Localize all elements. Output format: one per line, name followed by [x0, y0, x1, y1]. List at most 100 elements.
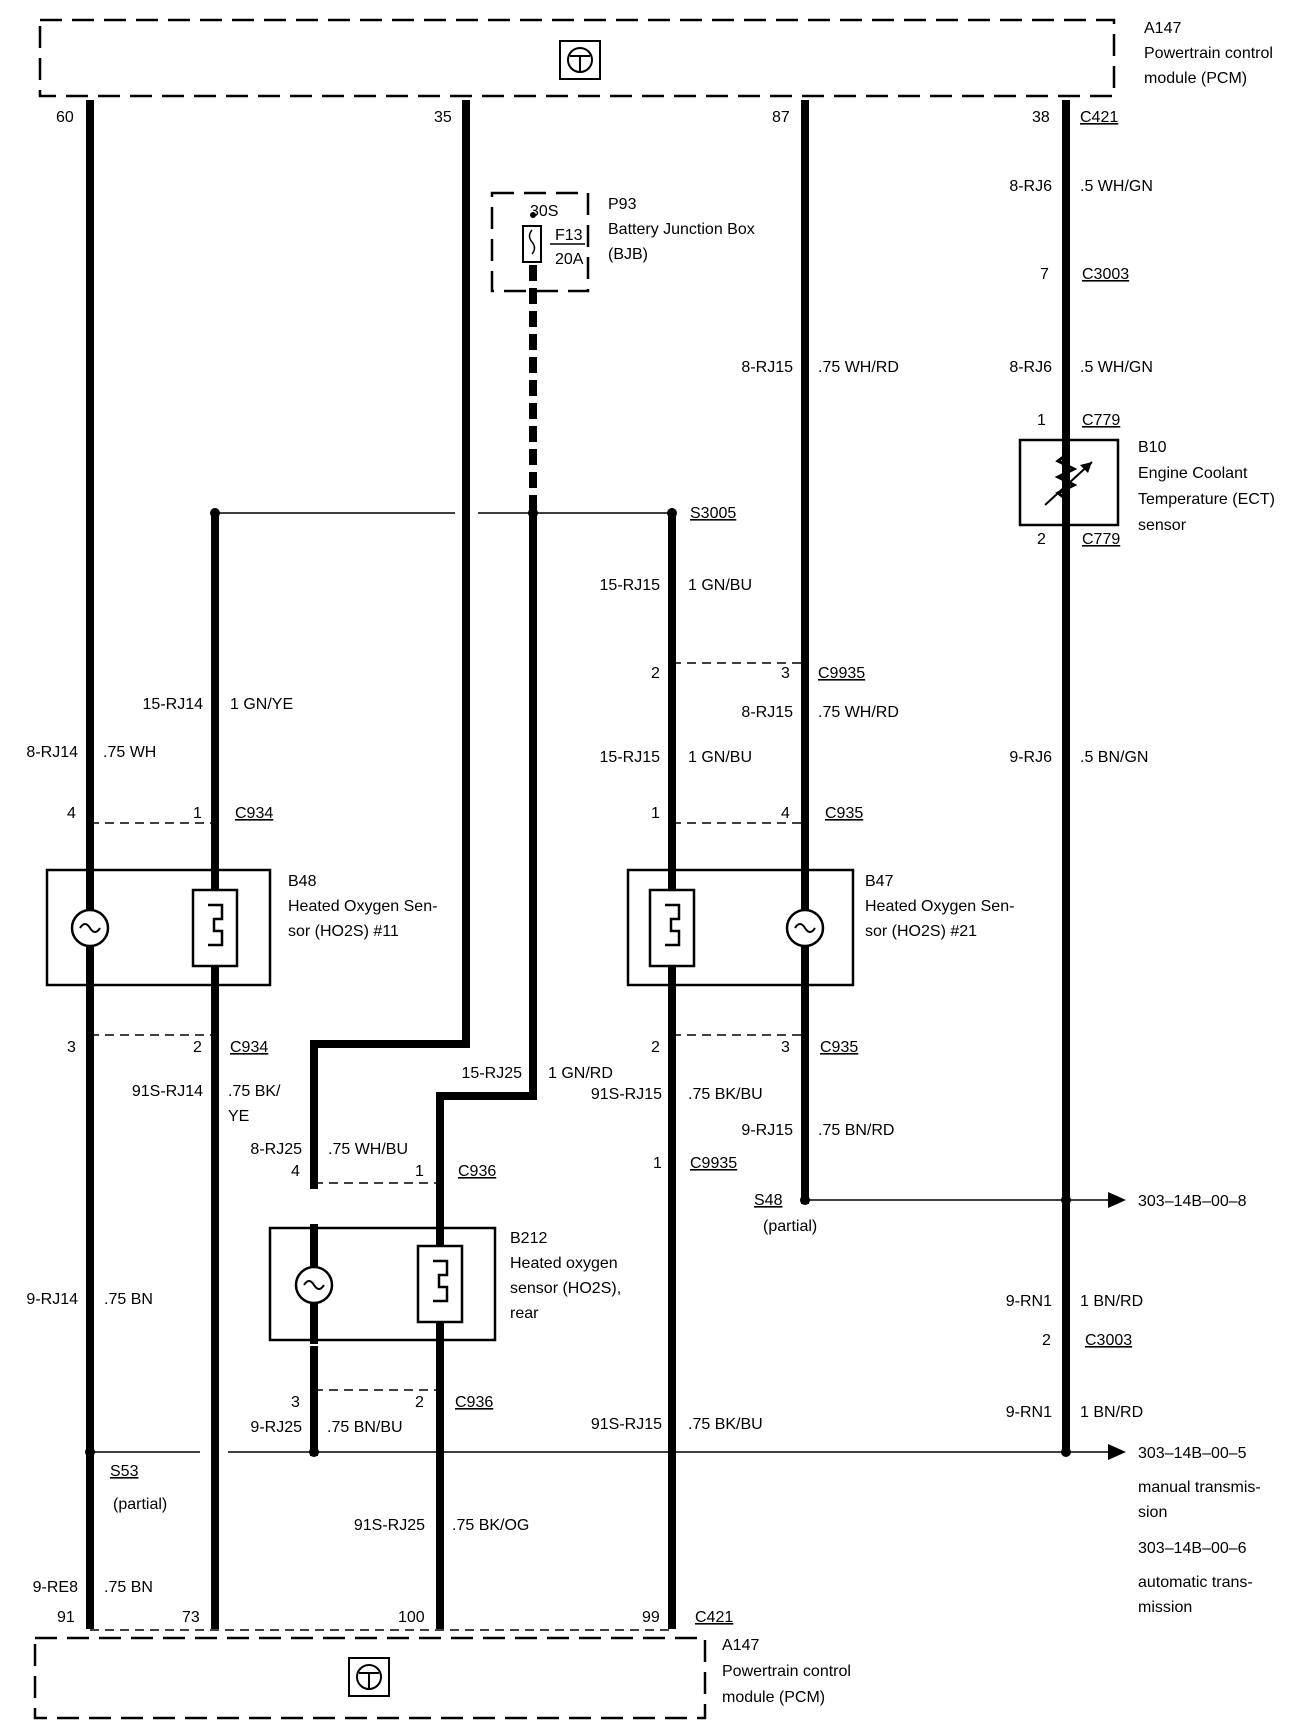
- c934-pin-2: 2: [193, 1039, 202, 1056]
- wire-label: 9-RJ6: [1009, 749, 1052, 766]
- wire-label: 9-RE8: [33, 1579, 78, 1596]
- b10-l1: Engine Coolant: [1138, 465, 1248, 482]
- wire-label: YE: [228, 1108, 249, 1125]
- wire-label: .75 BN/RD: [818, 1122, 894, 1139]
- s53-label: S53: [110, 1463, 139, 1480]
- wire-label: .75 WH/RD: [818, 359, 899, 376]
- pin-73: 73: [182, 1609, 200, 1626]
- page-ref-1[interactable]: 303–14B–00–8: [1138, 1193, 1247, 1210]
- pcm-module-bottom: A147 Powertrain control module (PCM): [33, 1636, 851, 1720]
- b47-l1: Heated Oxygen Sen-: [865, 898, 1014, 915]
- s53-partial: (partial): [113, 1496, 167, 1513]
- wire-label: .75 WH/BU: [328, 1141, 408, 1158]
- wire-label: .75 BK/: [228, 1083, 281, 1100]
- b212-sensor: [268, 1224, 497, 1344]
- splices: [85, 508, 1126, 1460]
- wire-label: 15-RJ15: [600, 749, 661, 766]
- c936-pin-1: 1: [415, 1163, 424, 1180]
- pcm-bottom-line1: Powertrain control: [722, 1663, 851, 1680]
- c935-label-a: C935: [825, 805, 863, 822]
- wire-label: .75 BK/BU: [688, 1416, 763, 1433]
- b48-l2: sor (HO2S) #11: [288, 923, 399, 940]
- s48-label: S48: [754, 1192, 783, 1209]
- c421-top-label: C421: [1080, 109, 1118, 126]
- wire-label: 91S-RJ15: [591, 1416, 662, 1433]
- bjb-terminal: 30S: [530, 203, 558, 220]
- pcm-module-top: A147 Powertrain control module (PCM): [38, 18, 1273, 98]
- c935-pin-2: 2: [651, 1039, 660, 1056]
- b212-l1: Heated oxygen: [510, 1255, 618, 1272]
- wires: [86, 100, 1070, 1629]
- pcm-bottom-ref: A147: [722, 1637, 759, 1654]
- wire-label: 8-RJ14: [26, 744, 78, 761]
- wire-label: 9-RJ25: [250, 1419, 302, 1436]
- wire-label: .75 BK/BU: [688, 1086, 763, 1103]
- c934-pin-3: 3: [67, 1039, 76, 1056]
- wire-label: 15-RJ14: [143, 696, 204, 713]
- wire-label: .75 WH/RD: [818, 704, 899, 721]
- b48-l1: Heated Oxygen Sen-: [288, 898, 437, 915]
- wire-label: .75 BN: [104, 1579, 153, 1596]
- s48-partial: (partial): [763, 1218, 817, 1235]
- b48-sensor: [45, 866, 272, 989]
- pin-35: 35: [434, 109, 452, 126]
- wire-label: 8-RJ15: [741, 359, 793, 376]
- c935-label-b: C935: [820, 1039, 858, 1056]
- wire-label: .75 BN/BU: [327, 1419, 403, 1436]
- c9935-label-b: C9935: [690, 1155, 737, 1172]
- wire-label: 15-RJ25: [462, 1065, 523, 1082]
- b212-l2: sensor (HO2S),: [510, 1280, 621, 1297]
- page-ref-2[interactable]: 303–14B–00–5: [1138, 1445, 1247, 1462]
- b47-sensor: [626, 866, 855, 989]
- wire-label: .75 BN: [104, 1291, 153, 1308]
- c779-pin-1: 1: [1037, 412, 1046, 429]
- page-ref-3-note1: automatic trans-: [1138, 1574, 1253, 1591]
- wire-label: 91S-RJ15: [591, 1086, 662, 1103]
- bjb-box: [490, 191, 590, 293]
- wire-label: .5 WH/GN: [1080, 178, 1153, 195]
- s3005-label: S3005: [690, 505, 736, 522]
- pcm-top-ref: A147: [1144, 20, 1181, 37]
- pcm-bottom-ground-icon: [348, 1657, 390, 1697]
- wire-label: 9-RJ14: [26, 1291, 78, 1308]
- c3003-label-a: C3003: [1082, 266, 1129, 283]
- pcm-top-line1: Powertrain control: [1144, 45, 1273, 62]
- pcm-top-line2: module (PCM): [1144, 70, 1247, 87]
- pin-38: 38: [1032, 109, 1050, 126]
- wire-label: 1 GN/RD: [548, 1065, 613, 1082]
- ect-sensor: [1018, 436, 1120, 529]
- b47-ref: B47: [865, 873, 894, 890]
- page-ref-3-note2: mission: [1138, 1599, 1192, 1616]
- c935-pin-4: 4: [781, 805, 790, 822]
- wire-label: .5 BN/GN: [1080, 749, 1148, 766]
- pin-87: 87: [772, 109, 790, 126]
- c9935-pin-1: 1: [653, 1155, 662, 1172]
- c936-pin-2: 2: [415, 1394, 424, 1411]
- c936-label-a: C936: [458, 1163, 496, 1180]
- wire-label: 8-RJ25: [250, 1141, 302, 1158]
- bjb-fuse: F13: [555, 227, 583, 244]
- wire-label: 9-RN1: [1006, 1404, 1052, 1421]
- wire-label: 15-RJ15: [600, 577, 661, 594]
- c3003-label-b: C3003: [1085, 1332, 1132, 1349]
- bjb-line1: Battery Junction Box: [608, 221, 755, 238]
- wire-label: 1 GN/YE: [230, 696, 293, 713]
- b48-ref: B48: [288, 873, 317, 890]
- page-ref-3[interactable]: 303–14B–00–6: [1138, 1540, 1247, 1557]
- c934-label-a: C934: [235, 805, 273, 822]
- pcm-bottom-line2: module (PCM): [722, 1689, 825, 1706]
- c779-label-b: C779: [1082, 531, 1120, 548]
- wire-label: 91S-RJ25: [354, 1517, 425, 1534]
- c934-pin-1: 1: [193, 805, 202, 822]
- c935-pin-1: 1: [651, 805, 660, 822]
- c934-pin-4: 4: [67, 805, 76, 822]
- pin-60: 60: [56, 109, 74, 126]
- c779-pin-2: 2: [1037, 531, 1046, 548]
- wire-label: 91S-RJ14: [132, 1083, 203, 1100]
- b10-ref: B10: [1138, 439, 1167, 456]
- pin-91: 91: [57, 1609, 75, 1626]
- c9935-pin-3: 3: [781, 665, 790, 682]
- wire-label: .75 WH: [103, 744, 156, 761]
- c936-pin-4: 4: [291, 1163, 300, 1180]
